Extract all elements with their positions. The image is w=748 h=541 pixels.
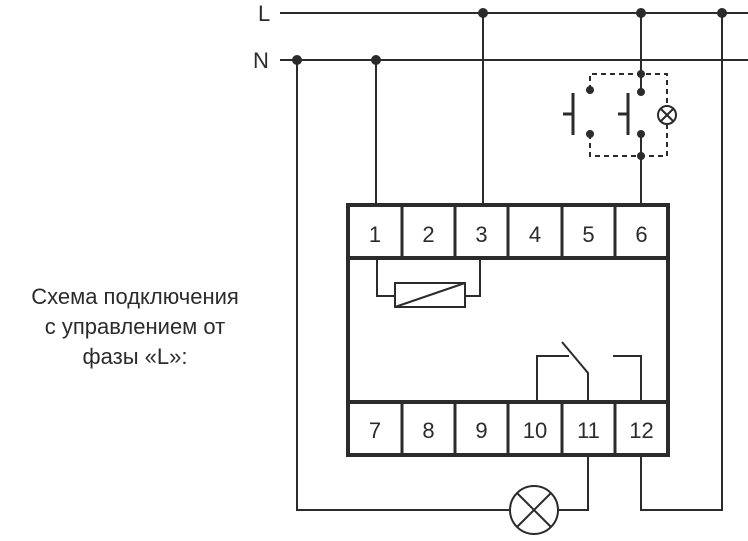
wire-terminal-12-phase xyxy=(640,13,723,511)
terminal-number: 6 xyxy=(635,222,647,247)
wire-lamp-terminal-11 xyxy=(558,455,589,511)
indicator-lamp-icon xyxy=(657,105,677,125)
terminal-number: 11 xyxy=(577,418,600,443)
terminal-number: 9 xyxy=(475,418,487,443)
terminal-number: 1 xyxy=(369,222,381,247)
dashed-parallel-wiring xyxy=(589,73,668,157)
push-button-right xyxy=(618,93,630,135)
caption: Схема подключения с управлением от фазы … xyxy=(0,282,270,372)
terminal-number: 3 xyxy=(475,222,487,247)
terminal-number: 10 xyxy=(523,418,547,443)
relay-coil xyxy=(376,258,481,308)
push-button-left xyxy=(563,93,575,135)
junction-dots xyxy=(292,8,727,160)
relay-contacts xyxy=(536,341,642,402)
load-lamp-icon xyxy=(509,485,559,535)
terminal-number: 7 xyxy=(369,418,381,443)
terminal-number: 2 xyxy=(422,222,434,247)
terminal-number: 4 xyxy=(529,222,541,247)
terminal-number: 8 xyxy=(422,418,434,443)
terminal-number: 12 xyxy=(629,418,653,443)
phase-label: L xyxy=(258,1,270,26)
neutral-label: N xyxy=(253,48,269,73)
caption-line: фазы «L»: xyxy=(82,344,188,369)
terminal-number: 5 xyxy=(582,222,594,247)
wire-neutral-lamp xyxy=(296,60,510,511)
caption-line: с управлением от xyxy=(44,314,226,339)
caption-line: Схема подключения xyxy=(31,284,239,309)
